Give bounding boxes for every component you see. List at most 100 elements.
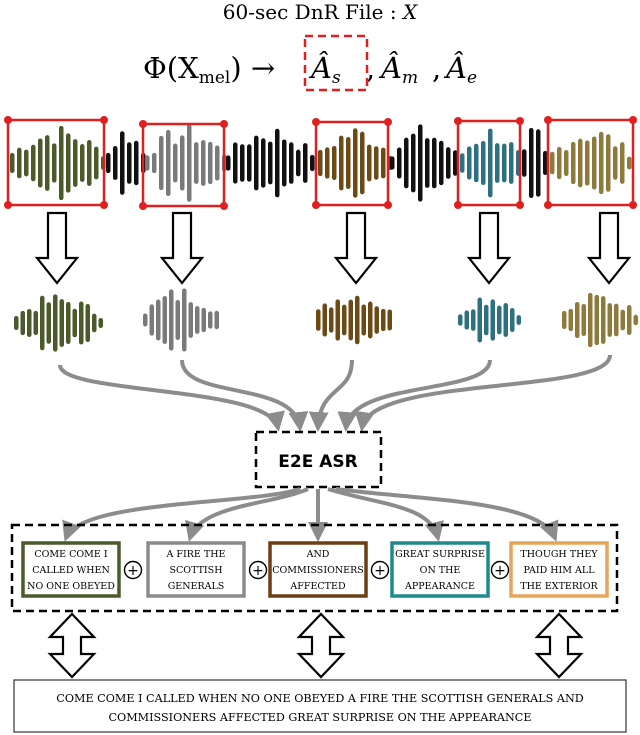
separated-waveform-bar — [335, 299, 340, 341]
mixture-waveform-bar — [550, 151, 555, 175]
separated-waveform-bar — [497, 305, 502, 335]
mixture-waveform-bar — [502, 143, 507, 183]
segment-transcript-line: CALLED WHEN — [32, 565, 110, 576]
mixture-waveform-bar — [233, 142, 238, 184]
mixture-waveform-bar — [557, 146, 562, 180]
mixture-waveform-bar — [495, 143, 500, 183]
double-arrow-icon — [534, 612, 584, 679]
separated-waveform-bar — [614, 303, 619, 337]
mixture-waveform-bar — [439, 140, 444, 186]
segment-transcript-1: COME COME I CALLED WHEN NO ONE OBEYED — [21, 541, 121, 598]
separated-waveform-bar — [72, 308, 77, 338]
mixture-waveform-bar — [360, 131, 365, 195]
mixture-waveform-bar — [10, 152, 15, 174]
separation-arrows — [34, 211, 632, 285]
plus-icon: + — [370, 560, 390, 580]
separated-waveform-bar — [620, 309, 625, 331]
separated-waveform-bar — [14, 315, 19, 331]
mixture-waveform-bar — [31, 144, 36, 182]
down-arrow-icon — [466, 211, 512, 285]
mixture-waveform-bar — [460, 153, 465, 173]
mixture-waveform-bar — [339, 135, 344, 191]
separated-waveform-bar — [374, 306, 379, 334]
separated-waveform-bar — [633, 314, 638, 326]
mixture-waveform-bar — [418, 124, 423, 202]
plus-icon: + — [490, 560, 510, 580]
separated-waveform-bar — [156, 299, 161, 341]
separated-waveform-bar — [490, 299, 495, 341]
svg-text:+: + — [252, 563, 264, 579]
separated-waveform-bar — [484, 304, 489, 336]
speech-box-5 — [546, 118, 635, 207]
svg-text:+: + — [494, 563, 506, 579]
segment-transcript-line: NO ONE OBEYED — [27, 581, 115, 592]
segment-transcript-line: COME COME I — [34, 549, 107, 560]
separated-waveform-bar — [40, 295, 45, 351]
asr-label: E2E ASR — [278, 452, 357, 472]
mixture-waveform-bar — [166, 129, 171, 197]
mixture-waveform-bar — [17, 147, 22, 179]
mixture-waveform-bar — [522, 149, 527, 177]
double-arrow-icon — [296, 612, 346, 679]
alignment-arrows — [47, 612, 584, 679]
separated-waveform-bar — [214, 310, 219, 330]
mixture-waveform-bar — [529, 127, 534, 199]
formula-phi: Φ(X — [143, 51, 199, 85]
mixture-waveform-bar — [73, 139, 78, 187]
mixture-waveform-bar — [208, 141, 213, 185]
separated-waveform-bar — [195, 306, 200, 334]
separated-waveform-bar — [20, 310, 25, 336]
separated-waveform-bar — [361, 304, 366, 336]
separated-waveform-bar — [594, 294, 599, 346]
formula-close-arrow: ) → — [230, 51, 275, 85]
speech-segment-boxes — [6, 118, 635, 208]
formula-a-s: Â — [308, 50, 332, 85]
mixture-waveform-bar — [282, 139, 287, 187]
separated-waveform-bar — [208, 311, 213, 329]
mixture-waveform-bar — [159, 135, 164, 191]
asr-input-arrows — [58, 354, 612, 432]
segment-transcript-line: GREAT SURPRISE — [395, 549, 485, 560]
formula-a-m: Â — [378, 50, 402, 85]
concat-plus-signs: ++++ — [123, 560, 510, 580]
segment-transcript-line: THOUGH THEY — [520, 549, 598, 560]
mixture-waveform-bar — [564, 150, 569, 176]
mixture-waveform-bar — [374, 146, 379, 180]
mixture-waveform-bar — [152, 152, 157, 174]
separated-waveform-bar — [98, 317, 103, 329]
mixture-waveform-bar — [113, 146, 118, 180]
separated-waveform-bar — [27, 308, 32, 338]
mixture-waveform-bar — [145, 155, 150, 171]
separated-waveform-bar — [175, 299, 180, 341]
mixture-waveform-bar — [481, 140, 486, 186]
separated-waveform-bar — [169, 289, 174, 351]
formula-a-e-sub: e — [467, 68, 477, 88]
separated-waveform-bar — [92, 313, 97, 333]
separated-waveform-bar — [355, 295, 360, 345]
separated-waveform-bar — [464, 310, 469, 330]
segment-transcript-line: APPEARANCE — [404, 581, 475, 592]
formula-comma-1: , — [366, 51, 375, 85]
svg-text:,: , — [432, 51, 441, 85]
asr-output-arrows — [62, 487, 559, 542]
mixture-waveform-bar — [187, 124, 192, 202]
mixture-waveform-bar — [52, 143, 57, 183]
segment-transcript-line: AND — [306, 549, 330, 560]
mixture-waveform-bar — [432, 137, 437, 189]
separated-waveform-bar — [33, 310, 38, 336]
down-arrow-icon — [333, 211, 379, 285]
segment-transcript-line: THE EXTERIOR — [520, 581, 598, 592]
formula-a-e: Â — [443, 50, 467, 85]
mixture-waveform-bar — [275, 128, 280, 198]
mixture-waveform-bar — [346, 137, 351, 189]
mixture-waveform-bar — [261, 138, 266, 188]
down-arrow-icon — [34, 211, 80, 285]
mixture-waveform-bar — [446, 147, 451, 179]
separated-speech-waveforms — [14, 288, 638, 352]
separated-waveform-bar — [627, 305, 632, 335]
segment-transcript-line: A FIRE THE — [166, 549, 226, 560]
separated-waveform-bar — [581, 303, 586, 337]
mixture-waveform-bar — [194, 142, 199, 184]
down-arrow-icon — [586, 211, 632, 285]
formula-comma-2: , — [432, 51, 441, 85]
